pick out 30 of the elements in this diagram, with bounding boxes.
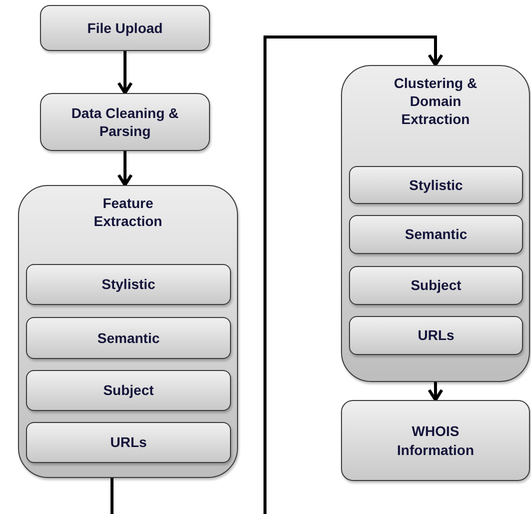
box-label: Subject <box>103 381 154 400</box>
box-label: Semantic <box>97 328 160 348</box>
box-label: Semantic <box>404 225 468 244</box>
process-box <box>349 215 523 254</box>
group-title: Feature Extraction <box>92 194 164 230</box>
arrow <box>117 51 133 94</box>
process-box <box>349 166 523 204</box>
process-box <box>40 93 210 151</box>
group-box <box>341 65 530 382</box>
box-label: Stylistic <box>409 176 463 194</box>
arrow <box>428 382 444 402</box>
process-box <box>26 370 231 411</box>
box-label: Data Cleaning & Parsing <box>70 104 180 140</box>
process-box <box>26 264 231 305</box>
group-title: Clustering & Domain Extraction <box>392 74 478 129</box>
group-box <box>18 185 238 478</box>
process-box <box>349 316 523 355</box>
box-label: URLs <box>418 326 454 345</box>
box-label: Stylistic <box>102 275 156 294</box>
box-label: URLs <box>110 433 147 452</box>
process-box <box>349 266 523 305</box>
box-label: File Upload <box>87 18 163 38</box>
arrow <box>110 36 444 514</box>
process-box <box>26 422 231 463</box>
process-box <box>40 5 210 51</box>
box-label: WHOIS Information <box>396 422 475 459</box>
process-box <box>341 400 530 481</box>
box-label: Subject <box>410 276 462 295</box>
process-box <box>26 317 231 359</box>
arrow <box>117 151 133 186</box>
